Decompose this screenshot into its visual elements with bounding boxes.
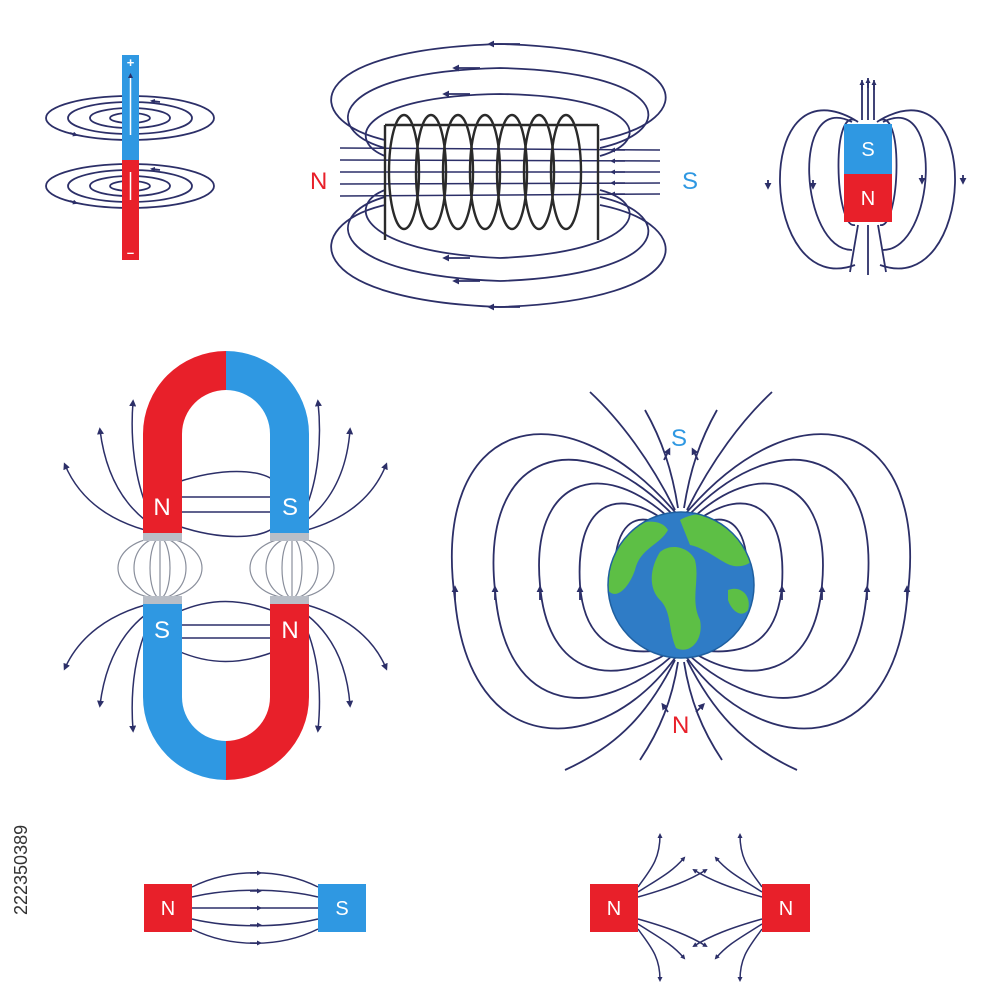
plus-sign: +: [127, 55, 135, 70]
earth-globe: [607, 511, 755, 659]
bar-magnet-north-pole: [844, 174, 892, 222]
attraction-field-lines: [191, 870, 319, 946]
minus-sign: –: [127, 245, 134, 260]
solenoid-outer-field: [330, 40, 667, 311]
repulsion-right-north-label: N: [779, 898, 793, 920]
horseshoe-magnet-bottom: S N: [143, 596, 309, 780]
repulsion-panel: N N: [590, 833, 810, 982]
repulsion-right-north-magnet: [762, 884, 810, 932]
earth-north-label: N: [672, 712, 689, 739]
repulsion-left-north-label: N: [607, 898, 621, 920]
bar-magnet-south-label: S: [861, 139, 874, 161]
attraction-south-label: S: [335, 898, 348, 920]
earth-south-label: S: [671, 425, 687, 452]
horseshoe-field-lines: [63, 399, 388, 733]
bar-magnet-south-pole: [844, 124, 892, 174]
attraction-north-magnet: [144, 884, 192, 932]
attraction-south-magnet: [318, 884, 366, 932]
repulsion-left-north-magnet: [590, 884, 638, 932]
horseshoe-top-south-label: S: [282, 494, 298, 521]
horseshoe-bottom-south-label: S: [154, 617, 170, 644]
repulsion-field-lines: [637, 833, 763, 982]
earth-field-panel: S N: [450, 391, 912, 771]
solenoid-south-label: S: [682, 168, 698, 195]
bar-magnet-field-lines: [764, 78, 967, 275]
gap-field-left: [117, 537, 203, 599]
attraction-north-label: N: [161, 898, 175, 920]
horseshoe-bottom-north-label: N: [281, 617, 298, 644]
attraction-panel: N S: [144, 870, 366, 946]
horseshoe-magnets-panel: N S S N: [63, 351, 388, 780]
solenoid-north-label: N: [310, 168, 327, 195]
horseshoe-magnet-top: N S: [143, 351, 309, 541]
horseshoe-top-north-label: N: [153, 494, 170, 521]
solenoid-coil: [383, 113, 600, 240]
conductor-rod: + –: [122, 55, 139, 260]
stock-id: 222350389: [11, 825, 31, 915]
gap-field-right: [249, 537, 335, 599]
solenoid-panel: N S: [310, 40, 698, 311]
bar-magnet-north-label: N: [861, 188, 875, 210]
bar-magnet-vertical-panel: S N: [764, 78, 967, 275]
